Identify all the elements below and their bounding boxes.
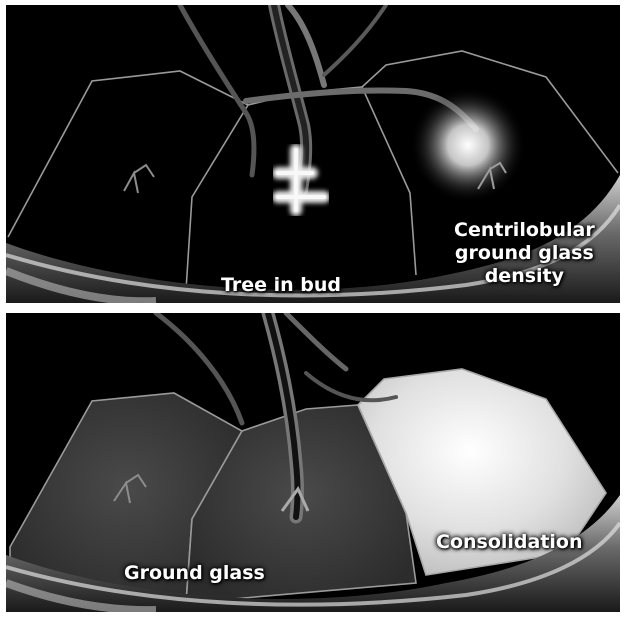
label-consolidation: Consolidation [436,531,583,554]
label-ground-glass: Ground glass [124,562,265,585]
bottom-panel: Ground glass Consolidation [6,313,620,612]
bronchiole-left [124,165,154,193]
label-tree-in-bud: Tree in bud [221,274,341,297]
tree-in-bud-structure [278,150,324,210]
bottom-panel-illustration [6,313,620,612]
top-panel: Tree in bud Centrilobular ground glass d… [6,5,620,303]
label-centrilobular-ground-glass: Centrilobular ground glass density [454,219,595,288]
centrilobular-opacity [410,87,526,203]
lobule-middle [248,87,416,275]
